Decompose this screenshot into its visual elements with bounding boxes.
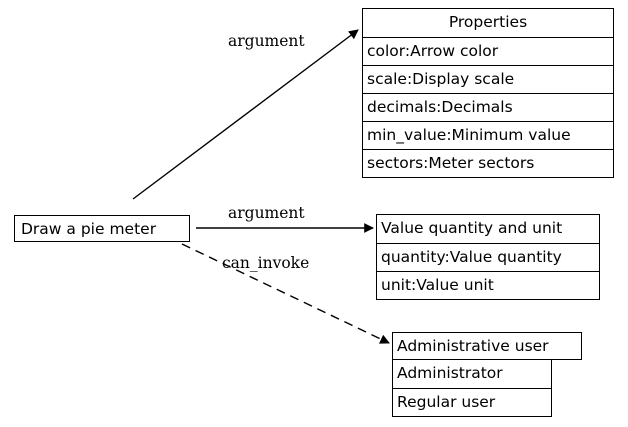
node-properties-row-scale: scale:Display scale [363, 65, 613, 93]
node-value-row-quantity: quantity:Value quantity [377, 243, 599, 271]
node-value-row-unit: unit:Value unit [377, 271, 599, 299]
node-properties[interactable]: Properties color:Arrow color scale:Displ… [362, 8, 614, 178]
edge-label-argument-properties: argument [228, 32, 305, 50]
node-properties-row-min-value: min_value:Minimum value [363, 121, 613, 149]
edge-label-argument-value: argument [228, 204, 305, 222]
node-properties-row-sectors: sectors:Meter sectors [363, 149, 613, 177]
node-value-quantity-and-unit[interactable]: Value quantity and unit quantity:Value q… [376, 214, 600, 300]
node-draw-a-pie-meter-label: Draw a pie meter [21, 219, 157, 238]
node-administrative-user[interactable]: Administrative user Administrator Regula… [392, 332, 582, 417]
node-properties-row-decimals: decimals:Decimals [363, 93, 613, 121]
node-properties-title: Properties [363, 9, 613, 37]
node-value-title: Value quantity and unit [377, 215, 599, 243]
node-properties-row-color: color:Arrow color [363, 37, 613, 65]
node-administrative-user-row-regular-user: Regular user [393, 388, 551, 416]
node-administrative-user-title: Administrative user [392, 332, 582, 360]
node-administrative-user-row-administrator: Administrator [393, 360, 551, 388]
node-draw-a-pie-meter[interactable]: Draw a pie meter [14, 215, 190, 242]
edge-argument-properties [132, 29, 359, 200]
edge-label-can-invoke: can_invoke [222, 254, 310, 272]
